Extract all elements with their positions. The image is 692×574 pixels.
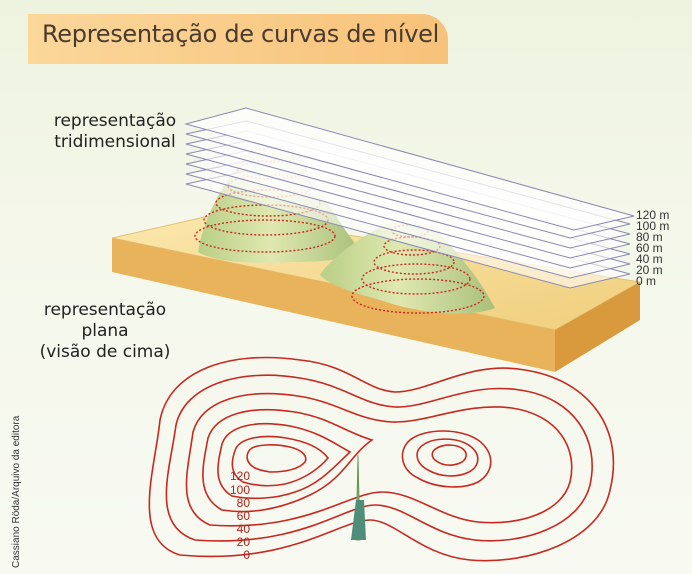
elevation-label-60: 60 m — [636, 241, 663, 255]
label-plane-line2: plana — [81, 321, 129, 341]
label-three-d-line2: tridimensional — [54, 132, 176, 152]
label-three-d: representação tridimensional — [40, 111, 190, 153]
contour-right-100 — [431, 444, 467, 466]
contour-label-80: 80 — [236, 496, 250, 510]
contour-label-0: 0 — [243, 548, 250, 562]
elevation-label-20: 20 m — [636, 263, 663, 277]
elevation-label-80: 80 m — [636, 230, 663, 244]
spike-base — [351, 500, 366, 540]
image-credit: Cassiano Röda/Arquivo da editora — [11, 415, 22, 568]
contour-100 — [231, 435, 330, 487]
small-hill — [320, 221, 495, 314]
contour-60 — [202, 408, 374, 513]
contour-label-100: 100 — [229, 483, 250, 497]
label-plane-line1: representação — [43, 300, 167, 320]
contour-label-120: 120 — [229, 469, 250, 483]
contour-80 — [217, 423, 352, 500]
elevation-label-120: 120 m — [636, 208, 670, 222]
title-band — [28, 14, 448, 64]
contour-40 — [185, 392, 573, 527]
label-plan-view: representação plana (visão de cima) — [30, 300, 180, 363]
terrain-slab-front — [112, 238, 555, 372]
contour-label-60: 60 — [236, 509, 250, 523]
contour-120 — [246, 444, 307, 473]
elevation-label-40: 40 m — [636, 252, 663, 266]
label-plane-line3: (visão de cima) — [39, 342, 171, 362]
terrain-slab-side — [555, 282, 640, 372]
contour-label-40: 40 — [236, 522, 250, 536]
figure-title: Representação de curvas de nível — [42, 20, 440, 48]
contour-right-60 — [401, 430, 492, 488]
contour-20 — [165, 374, 593, 542]
elevation-planes — [184, 107, 635, 289]
contour-map — [148, 356, 615, 562]
elevation-label-0: 0 m — [636, 274, 657, 288]
contour-label-20: 20 — [236, 535, 250, 549]
contour-right-80 — [416, 438, 479, 477]
contour-0 — [148, 356, 615, 562]
elevation-label-100: 100 m — [636, 219, 670, 233]
label-three-d-line1: representação — [53, 111, 177, 131]
